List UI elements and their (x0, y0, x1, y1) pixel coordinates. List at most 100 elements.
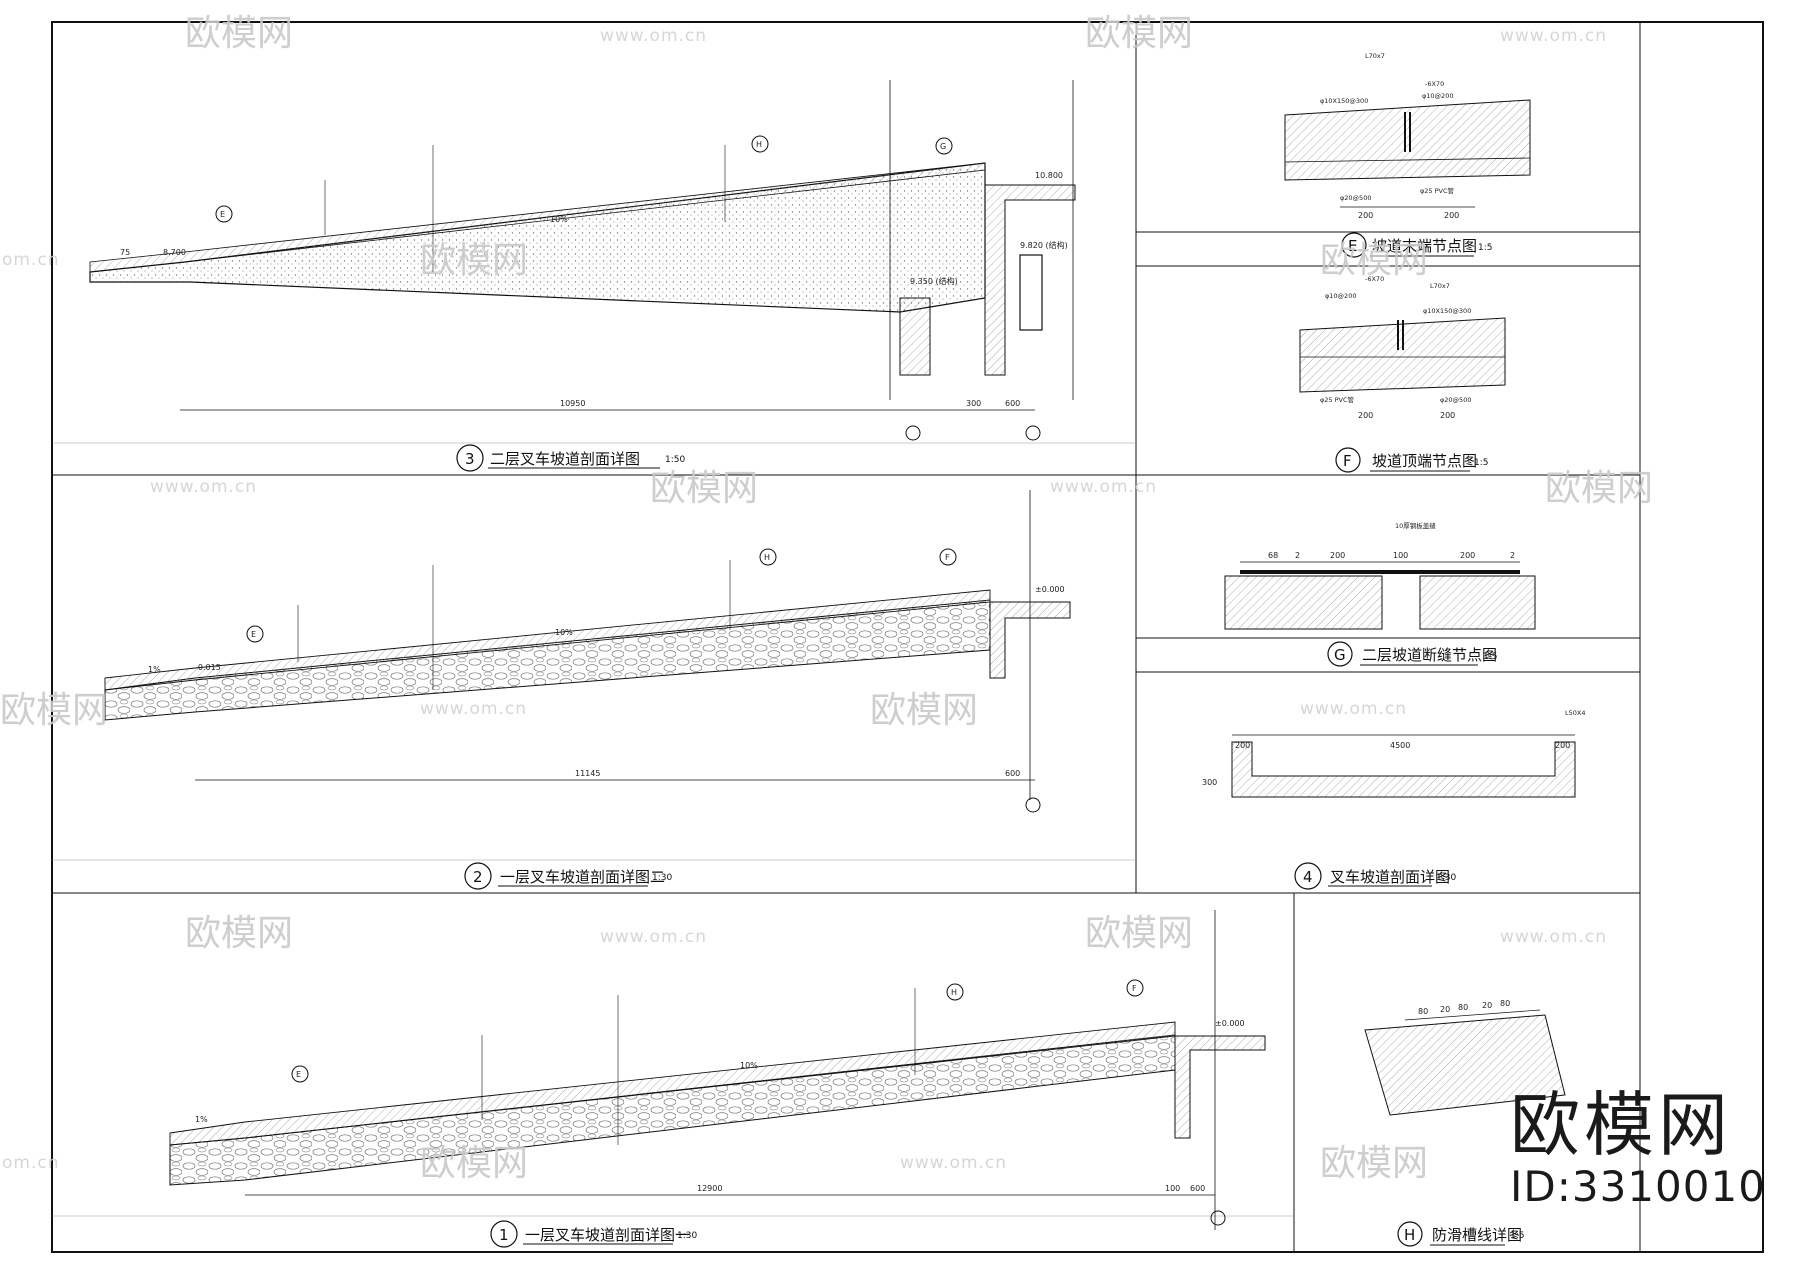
watermark-brand: 欧模网 (870, 690, 978, 731)
svg-text:G: G (1334, 646, 1346, 664)
watermark-brand: 欧模网 (185, 913, 293, 954)
e-label: φ20@500 (1340, 194, 1371, 202)
detail-e-drawing (1284, 99, 1531, 208)
h-dim: 80 (1500, 999, 1510, 1008)
f-label: L70x7 (1430, 282, 1450, 290)
d1-dim-3: 600 (1190, 1184, 1205, 1193)
e-label: φ25 PVC管 (1420, 186, 1455, 195)
svg-text:F: F (945, 553, 950, 562)
watermark-url: www.om.cn (600, 26, 707, 46)
f-dim: 200 (1440, 411, 1455, 420)
f-label: -6X70 (1365, 275, 1384, 283)
d3-level-2: 10.800 (1035, 171, 1063, 180)
detail-2-title-text: 一层叉车坡道剖面详图二 (500, 868, 665, 886)
slab-3 (984, 184, 1076, 376)
watermark-url: www.om.cn (1050, 477, 1157, 497)
detail-f-drawing (1299, 317, 1506, 393)
detail-e-body (1284, 99, 1531, 181)
svg-text:1:5: 1:5 (1474, 458, 1488, 468)
callout-h-icon: H (759, 548, 777, 566)
axis-bubble (1025, 797, 1041, 813)
d2-slope-small: 1% (148, 665, 161, 674)
svg-text:E: E (220, 210, 225, 219)
svg-text:1:50: 1:50 (665, 455, 685, 465)
g-label: 10厚钢板盖缝 (1395, 521, 1436, 530)
d2-dim-2: 600 (1005, 769, 1020, 778)
detail-h-drawing (1364, 1009, 1566, 1116)
svg-text:2: 2 (473, 868, 483, 886)
dim-line (1404, 1009, 1541, 1021)
watermark-brand: 欧模网 (650, 468, 758, 509)
beam-3 (899, 297, 931, 376)
e-label: φ10X150@300 (1320, 97, 1368, 105)
svg-text:E: E (251, 630, 256, 639)
wall-3 (1019, 254, 1043, 331)
detail-2-title: 2 一层叉车坡道剖面详图二 1:30 (464, 862, 672, 890)
e-label: φ10@200 (1422, 92, 1453, 100)
d4-dim: 4500 (1390, 741, 1410, 750)
d3-level-3: 9.820 (结构) (1020, 240, 1068, 250)
detail-g-cover-plate (1240, 570, 1520, 574)
d4-label: L50X4 (1565, 709, 1585, 717)
callout-f-icon: F (939, 548, 957, 566)
detail-4-title-text: 叉车坡道剖面详图 (1330, 868, 1450, 886)
d3-level-1: 8.700 (163, 248, 186, 257)
callout-g-icon: G (935, 137, 953, 155)
svg-text:F: F (1132, 984, 1137, 993)
asset-id: ID:3310010 (1510, 1162, 1766, 1211)
svg-text:1:5: 1:5 (1483, 652, 1497, 662)
d2-dim-1: 11145 (575, 769, 600, 778)
svg-text:1:30: 1:30 (677, 1231, 697, 1241)
d2-level-2: ±0.000 (1035, 585, 1065, 594)
detail-g-right (1419, 575, 1536, 630)
svg-text:1: 1 (499, 1226, 509, 1244)
g-dim: 100 (1393, 551, 1408, 560)
watermark-brand-fragment: 欧模网 (0, 690, 108, 731)
svg-text:H: H (1404, 1226, 1415, 1244)
svg-text:1:5: 1:5 (1478, 243, 1492, 253)
detail-e-title-text: 坡道末端节点图 (1372, 237, 1477, 255)
f-label: φ20@500 (1440, 396, 1471, 404)
d1-level-1: ±0.000 (1215, 1019, 1245, 1028)
watermark-url: www.om.cn (1500, 927, 1607, 947)
callout-h-icon: H (946, 983, 964, 1001)
f-label: φ10X150@300 (1423, 307, 1471, 315)
e-dim: 200 (1444, 211, 1459, 220)
watermark-url: www.om.cn (600, 927, 707, 947)
watermark-brand: 欧模网 (185, 13, 293, 54)
watermark-url: www.om.cn (150, 477, 257, 497)
watermark-url: www.om.cn (1300, 699, 1407, 719)
detail-e-title: E 坡道末端节点图 1:5 (1341, 232, 1492, 258)
callout-f-icon: F (1126, 979, 1144, 997)
sheet-frame (51, 21, 1764, 1253)
svg-text:1:30: 1:30 (652, 873, 672, 883)
g-dim: 200 (1460, 551, 1475, 560)
g-dim: 2 (1510, 551, 1515, 560)
g-dim: 2 (1295, 551, 1300, 560)
d3-slope: 10% (550, 215, 568, 224)
detail-h-body (1364, 1014, 1566, 1116)
svg-text:H: H (764, 553, 770, 562)
f-dim: 200 (1358, 411, 1373, 420)
detail-4-section (1231, 741, 1576, 798)
d3-level-4: 9.350 (结构) (910, 276, 958, 286)
detail-1-title-text: 一层叉车坡道剖面详图一 (525, 1226, 690, 1244)
watermark-brand: 欧模网 (420, 240, 528, 281)
watermark-brand: 欧模网 (1085, 913, 1193, 954)
d2-slope: 10% (555, 628, 573, 637)
svg-text:3: 3 (465, 450, 475, 468)
detail-f-title-text: 坡道顶端节点图 (1372, 452, 1477, 470)
detail-1-title: 1 一层叉车坡道剖面详图一 1:30 (490, 1220, 697, 1248)
svg-text:F: F (1343, 452, 1352, 470)
svg-text:H: H (951, 988, 957, 997)
watermark-url-fragment: om.cn (2, 1153, 60, 1173)
detail-3-title: 3 二层叉车坡道剖面详图 1:50 (456, 444, 685, 472)
detail-g-drawing (1224, 561, 1536, 630)
d1-dim-2: 100 (1165, 1184, 1180, 1193)
detail-h-title-text: 防滑槽线详图 (1432, 1226, 1522, 1244)
brand-badge: 欧模网 ID:3310010 (1510, 1088, 1790, 1212)
callout-e-icon: E (246, 625, 264, 643)
detail-2-drawing (104, 490, 1071, 813)
d4-dim: 300 (1202, 778, 1217, 787)
